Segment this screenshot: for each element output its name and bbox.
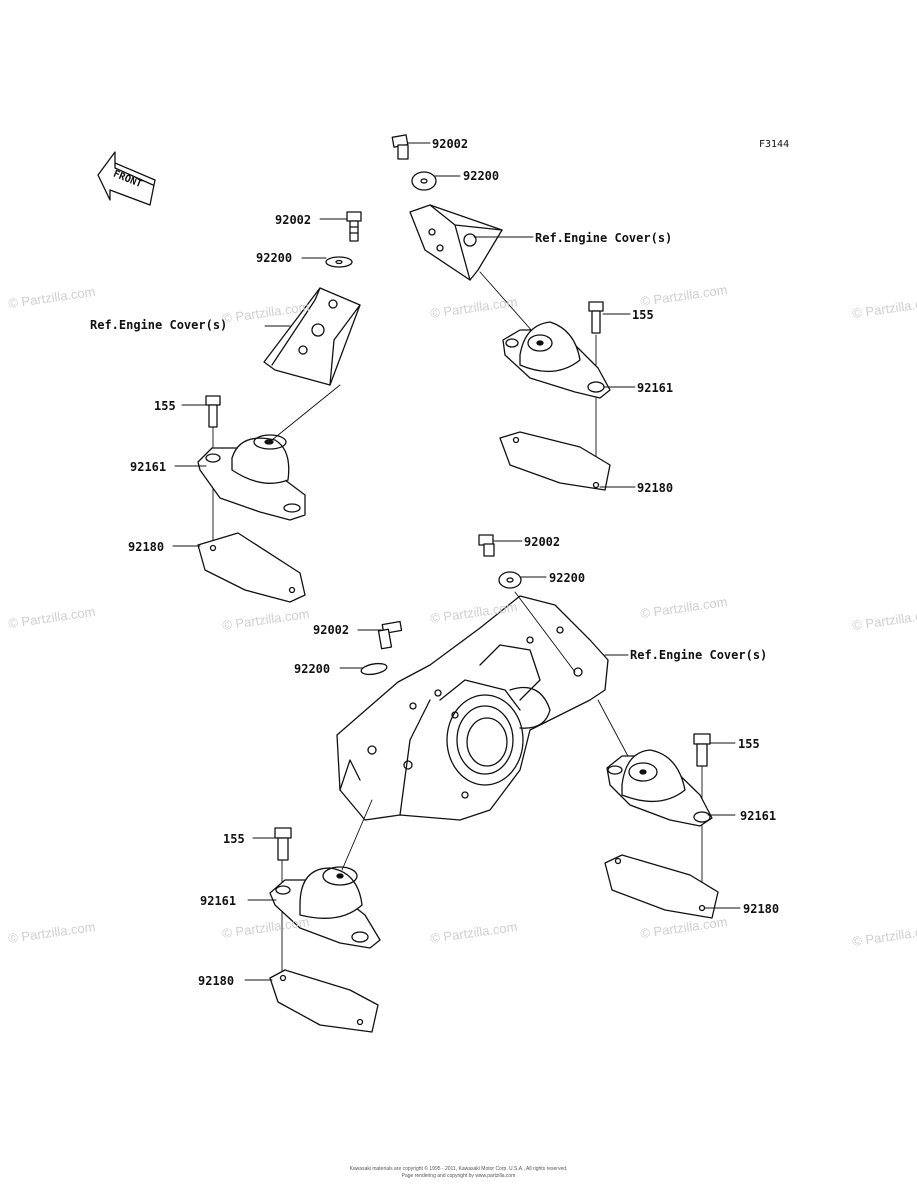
bolt-92002-tr xyxy=(391,134,409,160)
top-left-assembly xyxy=(197,211,362,603)
bottom-left-assembly xyxy=(269,827,381,1033)
engine-mount-92161-bl xyxy=(269,866,381,949)
callout-92161[interactable]: 92161 xyxy=(740,809,777,823)
callout-ref-engine-cover[interactable]: Ref.Engine Cover(s) xyxy=(90,318,228,332)
bottom-right-assembly xyxy=(604,733,719,919)
callout-92161[interactable]: 92161 xyxy=(130,460,167,474)
callout-92200[interactable]: 92200 xyxy=(256,251,293,265)
engine-mount-92161-br xyxy=(606,749,713,827)
engine-mount-92161-tr xyxy=(502,321,611,399)
callout-92180[interactable]: 92180 xyxy=(128,540,165,554)
plate-92180-bl xyxy=(269,969,379,1033)
plate-92180-tr xyxy=(499,431,611,491)
callout-92200[interactable]: 92200 xyxy=(549,571,586,585)
callout-92180[interactable]: 92180 xyxy=(198,974,235,988)
front-arrow-icon: FRONT xyxy=(97,151,156,206)
bracket-tl xyxy=(263,287,361,386)
callout-155[interactable]: 155 xyxy=(738,737,760,751)
bolt-92002-left xyxy=(377,620,403,650)
bolt-155-br xyxy=(693,733,711,767)
callout-92002[interactable]: 92002 xyxy=(275,213,312,227)
callout-92161[interactable]: 92161 xyxy=(200,894,237,908)
bolt-155-tl xyxy=(205,395,221,428)
callout-155[interactable]: 155 xyxy=(632,308,654,322)
plate-92180-br xyxy=(604,854,719,919)
washer-92200-tl xyxy=(325,256,353,268)
bolt-92002-mid xyxy=(478,534,495,557)
engine-mount-92161-tl xyxy=(197,434,306,521)
callout-92002[interactable]: 92002 xyxy=(524,535,561,549)
callout-ref-engine-cover[interactable]: Ref.Engine Cover(s) xyxy=(630,648,768,662)
callout-92180[interactable]: 92180 xyxy=(743,902,780,916)
bolt-92002-tl xyxy=(346,211,362,242)
engine-cover xyxy=(336,595,609,821)
callout-155[interactable]: 155 xyxy=(223,832,245,846)
bracket-tr xyxy=(409,204,503,281)
washer-92200-mid xyxy=(498,571,522,589)
washer-92200-tr xyxy=(411,171,437,191)
callout-92200[interactable]: 92200 xyxy=(294,662,331,676)
top-right-assembly xyxy=(391,134,611,491)
callout-92180[interactable]: 92180 xyxy=(637,481,674,495)
callout-155[interactable]: 155 xyxy=(154,399,176,413)
plate-92180-tl xyxy=(197,532,306,603)
bolt-155-tr xyxy=(588,301,604,334)
callout-leaders xyxy=(172,142,741,981)
callout-92002[interactable]: 92002 xyxy=(432,137,469,151)
copyright-line: Kawasaki materials are copyright © 1995 … xyxy=(349,1166,568,1172)
bolt-155-bl xyxy=(274,827,292,861)
callout-92002[interactable]: 92002 xyxy=(313,623,350,637)
washer-92200-left xyxy=(360,662,388,676)
callout-ref-engine-cover[interactable]: Ref.Engine Cover(s) xyxy=(535,231,673,245)
callout-92161[interactable]: 92161 xyxy=(637,381,674,395)
figure-code: F3144 xyxy=(759,139,790,150)
callout-92200[interactable]: 92200 xyxy=(463,169,500,183)
rendering-line: Page rendering and copyright by www.part… xyxy=(401,1173,516,1179)
